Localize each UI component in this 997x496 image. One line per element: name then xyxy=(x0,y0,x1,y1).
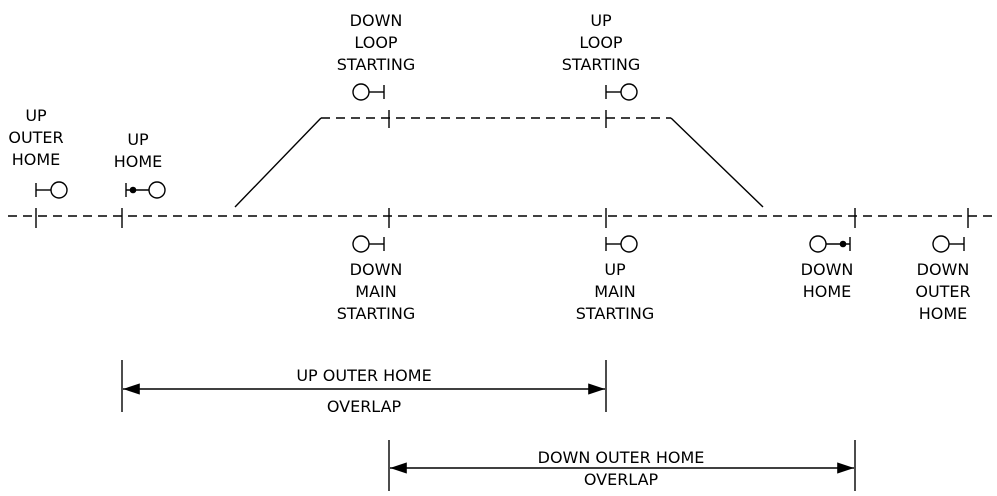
up-outer-home-signal-icon xyxy=(35,181,68,199)
points-right-connection xyxy=(670,117,764,208)
up-main-starting-signal-icon xyxy=(605,235,638,253)
overlap-down-outer-home-title: DOWN OUTER HOME xyxy=(537,448,705,467)
overlap-up-outer-home-subtitle: OVERLAP xyxy=(326,397,402,416)
up-loop-starting-signal-icon xyxy=(605,83,638,101)
overlap-up-outer-home-title: UP OUTER HOME xyxy=(296,366,432,385)
points-left-connection xyxy=(234,117,322,208)
overlap-down-outer-home-subtitle: OVERLAP xyxy=(583,470,659,489)
down-main-starting-signal-icon xyxy=(352,235,385,253)
down-loop-starting-signal-icon xyxy=(352,83,385,101)
up-home-signal-icon xyxy=(125,181,166,199)
down-home-signal-icon xyxy=(809,235,851,253)
down-outer-home-signal-icon xyxy=(932,235,965,253)
